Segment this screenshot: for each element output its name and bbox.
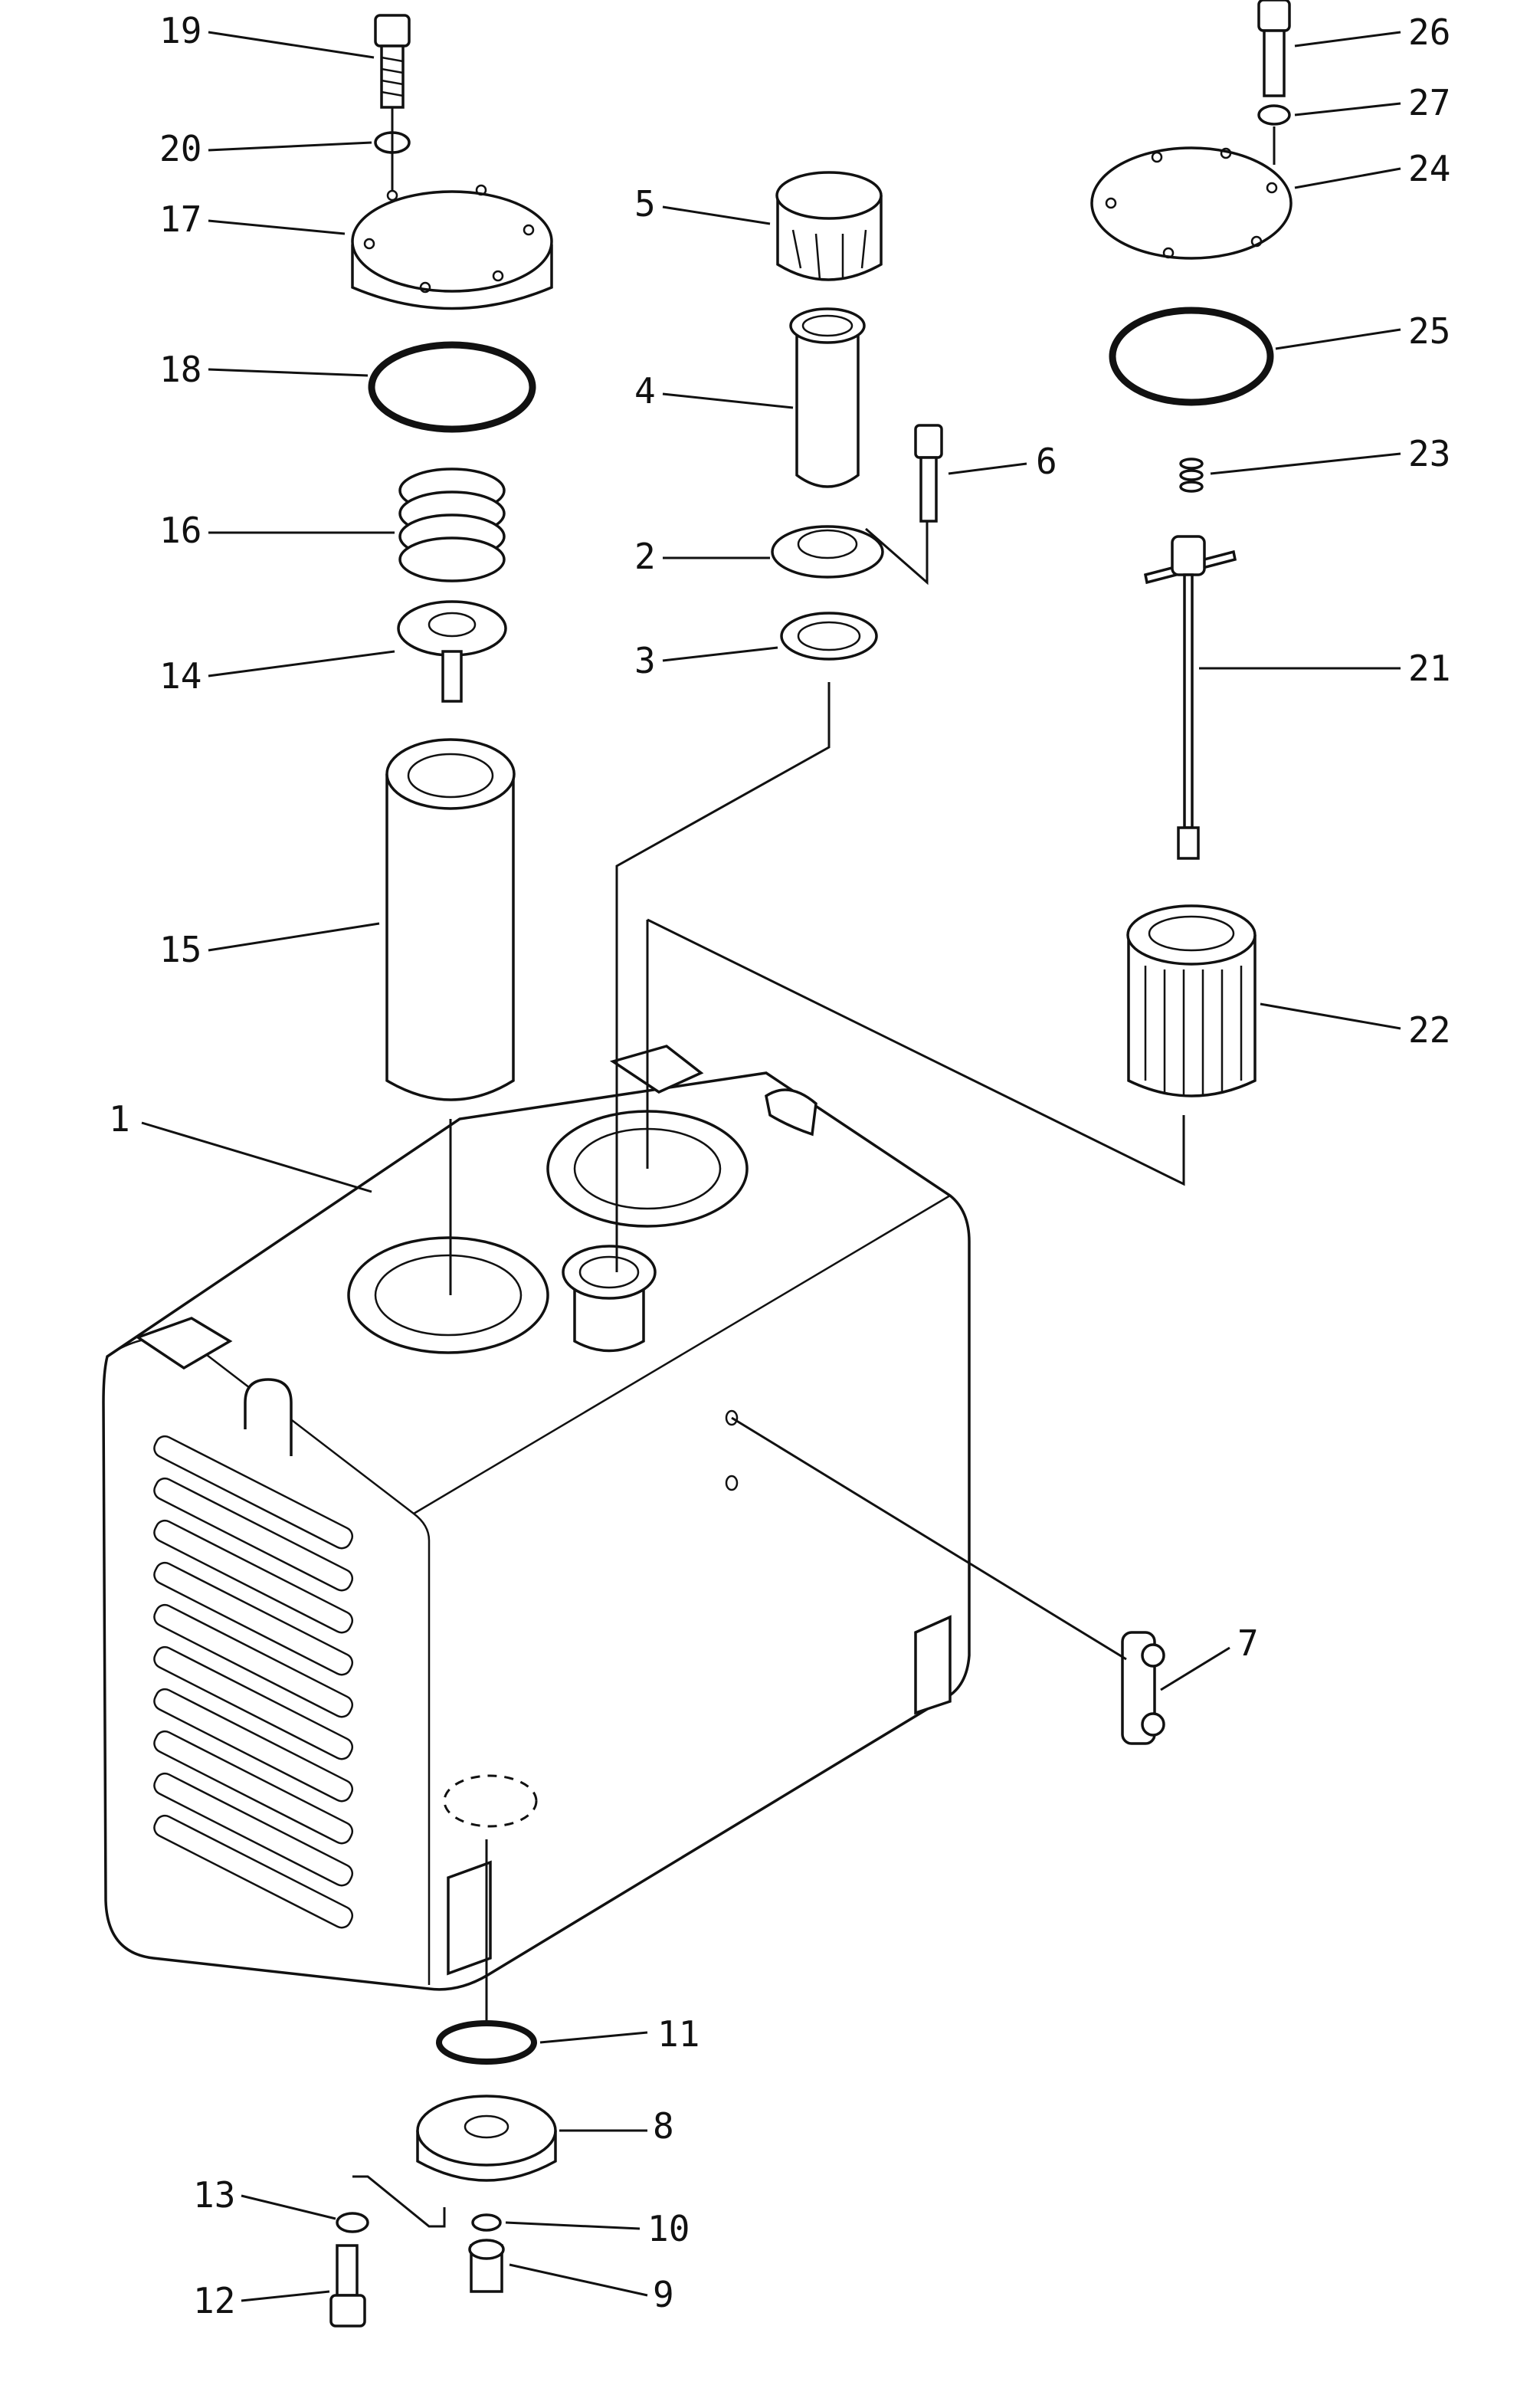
washer-27 bbox=[1257, 104, 1291, 126]
bolt-19 bbox=[374, 14, 411, 109]
o-ring-18 bbox=[368, 341, 536, 433]
hydraulic-tank bbox=[102, 1045, 971, 1991]
svg-text:18: 18 bbox=[159, 349, 202, 390]
svg-text:27: 27 bbox=[1408, 82, 1450, 123]
callout-25: 25 bbox=[1275, 310, 1450, 352]
svg-text:20: 20 bbox=[159, 128, 202, 169]
callout-16: 16 bbox=[159, 510, 395, 551]
cover-24 bbox=[1090, 146, 1293, 260]
svg-text:14: 14 bbox=[159, 655, 202, 697]
callout-22: 22 bbox=[1260, 1002, 1450, 1051]
callout-27: 27 bbox=[1294, 82, 1450, 123]
svg-text:12: 12 bbox=[193, 2280, 235, 2321]
callout-3: 3 bbox=[634, 640, 778, 681]
filter-22 bbox=[1126, 904, 1257, 1097]
callout-17: 17 bbox=[159, 198, 346, 240]
svg-text:7: 7 bbox=[1237, 1622, 1259, 1664]
assembly-lines bbox=[352, 107, 1276, 2228]
svg-text:23: 23 bbox=[1408, 433, 1450, 474]
svg-text:9: 9 bbox=[653, 2274, 674, 2315]
callout-7: 7 bbox=[1160, 1622, 1259, 1691]
rod-21 bbox=[1143, 535, 1237, 860]
svg-text:21: 21 bbox=[1408, 648, 1450, 689]
callout-19: 19 bbox=[159, 10, 375, 59]
callout-12: 12 bbox=[193, 2280, 330, 2321]
callout-6: 6 bbox=[948, 441, 1057, 482]
svg-text:26: 26 bbox=[1408, 11, 1450, 53]
callout-13: 13 bbox=[193, 2174, 336, 2220]
strainer-4 bbox=[789, 307, 866, 488]
callout-5: 5 bbox=[634, 183, 771, 225]
callout-23: 23 bbox=[1210, 433, 1450, 475]
svg-text:25: 25 bbox=[1408, 310, 1450, 352]
callout-24: 24 bbox=[1294, 148, 1450, 189]
svg-text:13: 13 bbox=[193, 2174, 235, 2216]
svg-text:19: 19 bbox=[159, 10, 202, 51]
callout-4: 4 bbox=[634, 370, 794, 412]
svg-text:4: 4 bbox=[634, 370, 656, 412]
spring-16 bbox=[398, 467, 506, 582]
callout-18: 18 bbox=[159, 349, 369, 390]
callout-26: 26 bbox=[1294, 11, 1450, 53]
spring-23 bbox=[1179, 458, 1204, 493]
svg-text:5: 5 bbox=[634, 183, 656, 225]
gasket-3 bbox=[780, 612, 878, 661]
callout-21: 21 bbox=[1199, 648, 1450, 689]
filter-element-15 bbox=[385, 738, 516, 1101]
cover-17 bbox=[351, 184, 553, 310]
o-ring-11 bbox=[436, 2020, 537, 2065]
filler-cap-5 bbox=[775, 171, 883, 281]
washer-13 bbox=[336, 2212, 369, 2233]
plug-9 bbox=[468, 2239, 505, 2293]
valve-14 bbox=[397, 600, 507, 703]
svg-text:8: 8 bbox=[653, 2105, 674, 2147]
bolt-26 bbox=[1257, 0, 1291, 97]
callout-14: 14 bbox=[159, 650, 395, 697]
filter-port-flange bbox=[347, 1236, 549, 1354]
o-ring-25 bbox=[1109, 307, 1274, 406]
callout-9: 9 bbox=[509, 2263, 674, 2315]
drain-opening bbox=[443, 1774, 538, 1828]
bolt-6 bbox=[914, 424, 943, 523]
callout-2: 2 bbox=[634, 536, 770, 577]
sight-gauge-7 bbox=[1121, 1631, 1165, 1745]
svg-text:2: 2 bbox=[634, 536, 656, 577]
svg-text:15: 15 bbox=[159, 929, 202, 970]
svg-text:22: 22 bbox=[1408, 1009, 1450, 1051]
cover-8 bbox=[416, 2095, 557, 2182]
callout-11: 11 bbox=[539, 2013, 700, 2055]
o-ring-10 bbox=[471, 2213, 502, 2232]
lift-handle bbox=[244, 1378, 293, 1456]
svg-text:16: 16 bbox=[159, 510, 202, 551]
svg-text:1: 1 bbox=[109, 1098, 130, 1140]
callout-15: 15 bbox=[159, 922, 380, 970]
svg-text:3: 3 bbox=[634, 640, 656, 681]
svg-text:17: 17 bbox=[159, 198, 202, 240]
vent-louvers bbox=[153, 1435, 354, 1929]
svg-text:11: 11 bbox=[657, 2013, 700, 2055]
callout-1: 1 bbox=[109, 1098, 372, 1193]
flange-2 bbox=[771, 525, 884, 579]
callout-10: 10 bbox=[505, 2208, 690, 2249]
callout-20: 20 bbox=[159, 128, 372, 169]
bolt-12 bbox=[329, 2244, 366, 2328]
callout-8: 8 bbox=[559, 2105, 674, 2147]
svg-text:24: 24 bbox=[1408, 148, 1450, 189]
filler-neck bbox=[562, 1245, 657, 1353]
svg-text:10: 10 bbox=[647, 2208, 690, 2249]
svg-text:6: 6 bbox=[1036, 441, 1057, 482]
